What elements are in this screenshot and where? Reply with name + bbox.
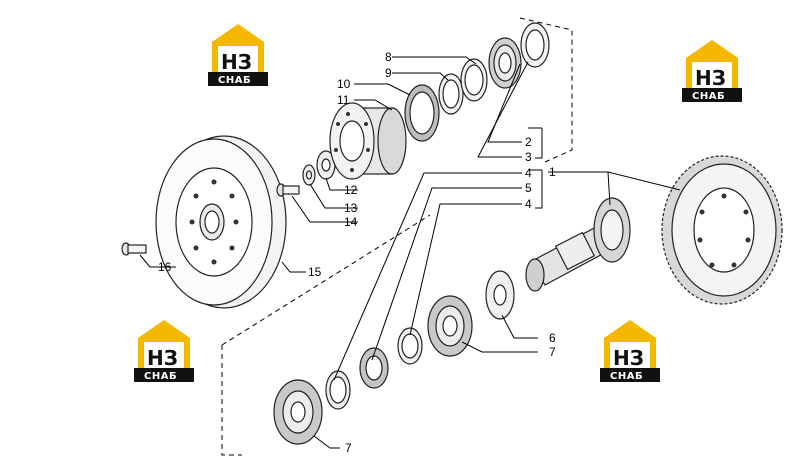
flange-hub-part-11 <box>329 102 407 180</box>
leader-lines <box>139 56 681 449</box>
spacer-part-9 <box>438 73 464 115</box>
callout-7-bottom: 7 <box>345 441 352 455</box>
bolt-part-16 <box>121 242 147 256</box>
svg-text:СНАБ: СНАБ <box>610 371 643 382</box>
callout-2: 2 <box>525 135 532 149</box>
shim-part-8 <box>460 58 488 102</box>
brake-disc-part <box>155 135 287 309</box>
collar-part-5 <box>359 347 389 389</box>
callout-9: 9 <box>385 66 392 80</box>
washer-part-13 <box>302 164 316 186</box>
oil-seal-part-10 <box>404 84 440 142</box>
svg-text:НЗ: НЗ <box>695 66 726 90</box>
callout-10: 10 <box>337 77 351 91</box>
ring-gear-part <box>661 155 783 305</box>
callout-15: 15 <box>308 265 322 279</box>
callout-7-right: 7 <box>549 345 556 359</box>
callout-13: 13 <box>344 201 358 215</box>
watermark-logo-top-right: НЗ СНАБ <box>682 40 742 102</box>
callout-3: 3 <box>525 150 532 164</box>
tapered-bearing-upper <box>488 22 550 89</box>
svg-text:НЗ: НЗ <box>221 50 252 74</box>
watermark-logo-bottom-right: НЗ СНАБ <box>600 320 660 382</box>
callout-4-lower: 4 <box>525 197 532 211</box>
callout-11: 11 <box>337 93 350 107</box>
callout-6: 6 <box>549 331 556 345</box>
pinion-shaft-part <box>525 197 631 292</box>
svg-text:НЗ: НЗ <box>613 346 644 370</box>
svg-text:НЗ: НЗ <box>147 346 178 370</box>
watermark-logo-top-left: НЗ СНАБ <box>208 24 268 86</box>
callout-4-upper: 4 <box>525 166 532 180</box>
dashed-frame-lower-diag <box>221 214 431 346</box>
callout-14: 14 <box>344 215 358 229</box>
washer-part-6 <box>485 270 515 320</box>
watermark-logo-bottom-left: НЗ СНАБ <box>134 320 194 382</box>
callout-8: 8 <box>385 50 392 64</box>
shim-part-4-lower <box>325 370 351 410</box>
callout-1: 1 <box>549 165 556 179</box>
ring-part-4 <box>397 327 423 365</box>
callout-12: 12 <box>344 183 358 197</box>
callouts: 1 2 3 4 5 4 6 7 7 8 9 10 11 12 13 14 15 … <box>158 50 556 455</box>
svg-text:СНАБ: СНАБ <box>692 91 725 102</box>
dashed-frame-lower <box>221 345 242 456</box>
bolt-part-14 <box>276 183 300 197</box>
bearing-part-7-lower <box>273 379 323 445</box>
bearing-part-7-middle <box>427 295 473 357</box>
svg-text:СНАБ: СНАБ <box>144 371 177 382</box>
callout-5: 5 <box>525 181 532 195</box>
svg-text:СНАБ: СНАБ <box>218 75 251 86</box>
callout-16: 16 <box>158 260 172 274</box>
